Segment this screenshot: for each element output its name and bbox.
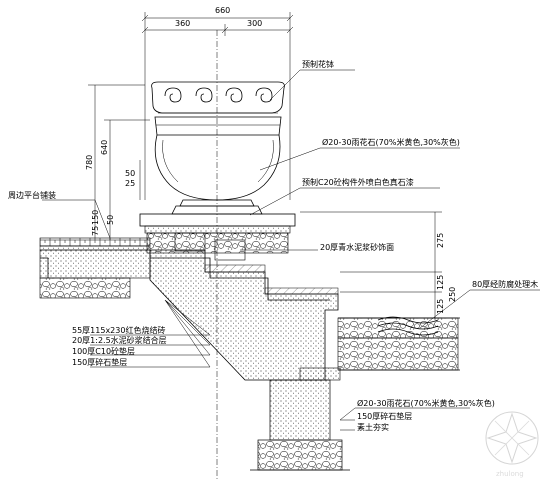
label-waterproof-coat: 20厚青水泥浆砂饰面 (320, 242, 394, 252)
dim-660: 660 (215, 6, 230, 15)
label-pebble-bottom: Ø20-30雨花石(70%米黄色,30%灰色) (357, 398, 495, 408)
dim-50: 50 (125, 169, 135, 178)
dim-50b: 50 (106, 215, 115, 225)
dim-300: 300 (247, 19, 262, 28)
label-platform-edge: 周边平台铺装 (8, 190, 56, 200)
step-section (149, 249, 339, 381)
label-soil: 素土夯实 (357, 422, 389, 432)
label-brick-red: 55厚115x230红色烧结砖 (72, 325, 165, 335)
dim-150: 150 (91, 210, 100, 225)
left-dimensions: 780 640 50 25 75 150 50 (85, 84, 150, 240)
dim-275: 275 (436, 233, 445, 248)
label-precast-planter: 预制花钵 (302, 59, 334, 69)
dim-125b: 125 (436, 299, 445, 314)
label-mortar-bed: 20厚1:2.5水泥砂浆结合层 (72, 335, 167, 345)
top-dimensions: 660 360 300 (141, 6, 294, 200)
label-concrete-c10: 100厚C10砼垫层 (72, 346, 135, 356)
dim-125: 125 (436, 275, 445, 290)
label-precast-c20: 预制C20砼构件外喷白色真石漆 (302, 177, 414, 187)
pond-area (337, 316, 460, 371)
dim-360: 360 (175, 19, 190, 28)
platform-paving (39, 237, 151, 299)
planter-vase (151, 81, 285, 215)
annotations: 预制花钵 Ø20-30雨花石(70%米黄色,30%灰色) 预制C20砼构件外喷白… (8, 59, 540, 432)
right-dimensions: 275 125 125 250 (300, 211, 457, 320)
dim-250: 250 (448, 287, 457, 302)
dim-780: 780 (85, 155, 94, 170)
label-pebble-top: Ø20-30雨花石(70%米黄色,30%灰色) (322, 137, 460, 147)
dim-75: 75 (91, 226, 100, 236)
dim-25: 25 (125, 179, 135, 188)
watermark-logo: zhulong (485, 411, 539, 478)
label-gravel-base: 150厚碎石垫层 (72, 357, 127, 367)
dim-640: 640 (100, 140, 109, 155)
label-gravel-base-b: 150厚碎石垫层 (357, 411, 412, 421)
watermark-text: zhulong (496, 470, 524, 478)
label-anticorrosion-wood: 80厚经防腐处理木 (472, 279, 538, 289)
foundation (250, 367, 350, 471)
